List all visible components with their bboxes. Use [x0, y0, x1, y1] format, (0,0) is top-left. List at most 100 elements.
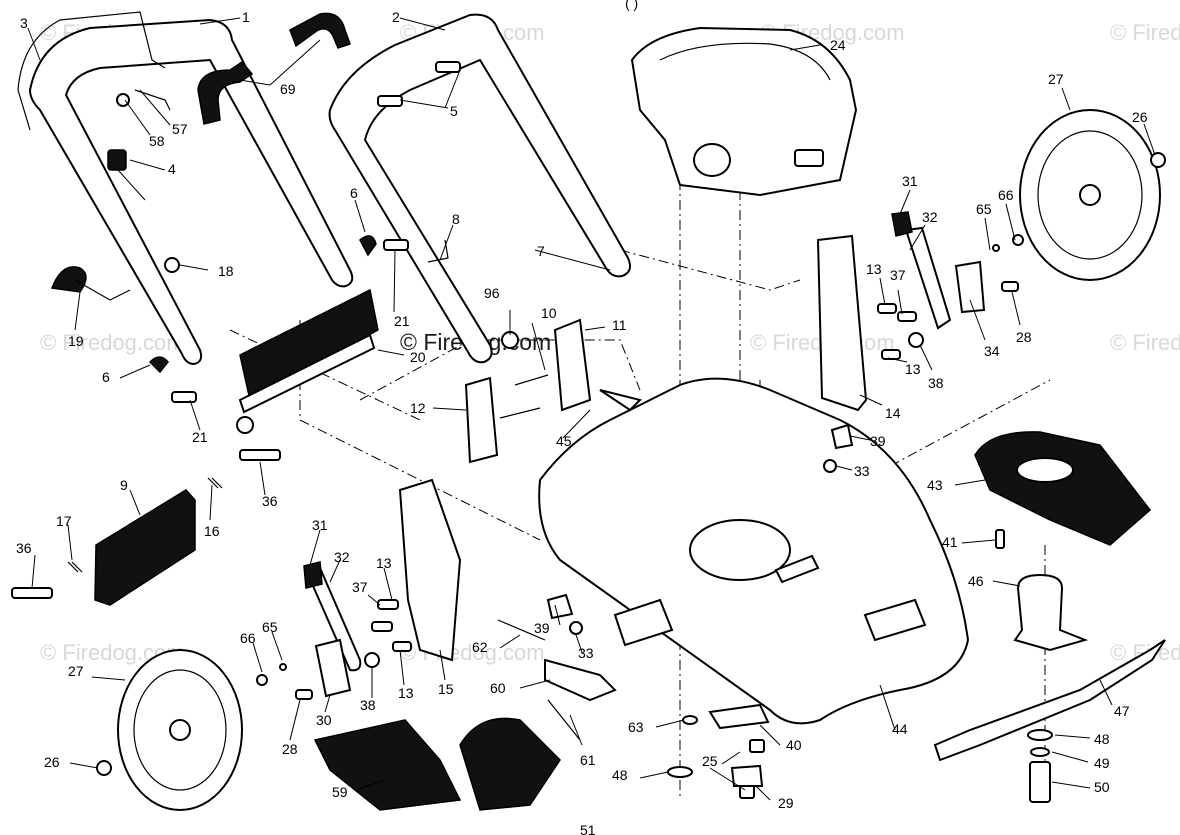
wheel-front-right — [1019, 109, 1161, 281]
label-26-right: 26 — [1132, 109, 1148, 125]
label-37-right: 37 — [890, 267, 906, 283]
height-adjust-bracket-left — [303, 478, 462, 698]
label-28-right: 28 — [1016, 329, 1032, 345]
label-63: 63 — [628, 719, 644, 735]
blade-assembly — [933, 573, 1166, 762]
label-32-right: 32 — [922, 209, 938, 225]
label-58: 58 — [149, 133, 165, 149]
label-16: 16 — [204, 523, 220, 539]
upper-handle-right — [328, 13, 631, 364]
control-bar — [17, 11, 166, 131]
cable-hardware — [50, 89, 377, 374]
label-96: 96 — [484, 285, 500, 301]
watermark: © Firedog.com — [1110, 20, 1180, 45]
label-9: 9 — [120, 477, 128, 493]
engine — [630, 26, 858, 197]
handle-grip — [197, 12, 351, 125]
label-65-right: 65 — [976, 201, 992, 217]
label-29: 29 — [778, 795, 794, 811]
label-66-left: 66 — [240, 630, 256, 646]
label-57: 57 — [172, 121, 188, 137]
label-3: 3 — [20, 15, 28, 31]
label-1: 1 — [242, 9, 250, 25]
label-50: 50 — [1094, 779, 1110, 795]
side-discharge-chute — [974, 431, 1152, 546]
wheel-hardware — [96, 152, 1166, 776]
label-14: 14 — [885, 405, 901, 421]
label-34: 34 — [984, 343, 1000, 359]
label-62: 62 — [472, 639, 488, 655]
watermark: © Firedog.com — [40, 330, 185, 355]
label-2: 2 — [392, 9, 400, 25]
label-15: 15 — [438, 681, 454, 697]
label-61: 61 — [580, 752, 596, 768]
label-19: 19 — [68, 333, 84, 349]
label-39-left: 39 — [534, 620, 550, 636]
label-5: 5 — [450, 103, 458, 119]
label-20: 20 — [410, 349, 426, 365]
label-38-left: 38 — [360, 697, 376, 713]
label-25: 25 — [702, 753, 718, 769]
watermark: © Firedog.com — [1110, 330, 1180, 355]
misc-parts — [67, 239, 924, 787]
label-47: 47 — [1114, 703, 1130, 719]
lower-handle-left — [28, 18, 354, 366]
label-40: 40 — [786, 737, 802, 753]
label-6-upper: 6 — [350, 185, 358, 201]
label-59: 59 — [332, 784, 348, 800]
label-28-left: 28 — [282, 741, 298, 757]
header-title-fragment: ( ) — [625, 0, 638, 11]
label-48-left: 48 — [612, 767, 628, 783]
label-18: 18 — [218, 263, 234, 279]
label-44: 44 — [892, 721, 908, 737]
wheel-rear-left — [117, 649, 243, 811]
part-labels: 1 2 3 4 5 6 6 7 8 9 10 11 12 13 13 13 13… — [16, 9, 1148, 835]
rear-flap — [236, 288, 379, 434]
label-21-lower: 21 — [192, 429, 208, 445]
label-11: 11 — [612, 317, 627, 333]
label-24: 24 — [830, 37, 846, 53]
label-48-right: 48 — [1094, 731, 1110, 747]
label-27-left: 27 — [68, 663, 84, 679]
mower-deck — [538, 377, 970, 725]
label-37-left: 37 — [352, 579, 368, 595]
label-38-right: 38 — [928, 375, 944, 391]
label-12: 12 — [410, 400, 426, 416]
label-13-right-bottom: 13 — [905, 361, 921, 377]
label-33-left: 33 — [578, 645, 594, 661]
label-39-right: 39 — [870, 433, 886, 449]
label-49: 49 — [1094, 755, 1110, 771]
mulch-plug — [313, 717, 561, 811]
label-45: 45 — [556, 433, 572, 449]
label-65-left: 65 — [262, 619, 278, 635]
label-32-left: 32 — [334, 549, 350, 565]
label-4: 4 — [168, 161, 176, 177]
label-13-left-bottom: 13 — [398, 685, 414, 701]
label-7: 7 — [537, 243, 545, 259]
label-46: 46 — [968, 573, 984, 589]
label-36-upper: 36 — [262, 493, 278, 509]
label-66-right: 66 — [998, 187, 1014, 203]
label-31-right: 31 — [902, 173, 918, 189]
label-17: 17 — [56, 513, 72, 529]
label-13-left-top: 13 — [376, 555, 392, 571]
leader-lines — [27, 17, 1156, 801]
label-36-lower: 36 — [16, 540, 32, 556]
label-26-left: 26 — [44, 754, 60, 770]
label-27-right: 27 — [1048, 71, 1064, 87]
label-bottom-cut: 51 — [580, 822, 596, 835]
label-43: 43 — [927, 477, 943, 493]
label-21-upper: 21 — [394, 313, 410, 329]
label-41: 41 — [942, 534, 958, 550]
label-69: 69 — [280, 81, 296, 97]
label-33-right: 33 — [854, 463, 870, 479]
label-8: 8 — [452, 211, 460, 227]
label-6-lower: 6 — [102, 369, 110, 385]
label-30: 30 — [316, 712, 332, 728]
height-adjust-bracket-right — [816, 211, 986, 412]
label-31-left: 31 — [312, 517, 328, 533]
label-10: 10 — [541, 305, 557, 321]
label-60: 60 — [490, 680, 506, 696]
label-13-right-top: 13 — [866, 261, 882, 277]
